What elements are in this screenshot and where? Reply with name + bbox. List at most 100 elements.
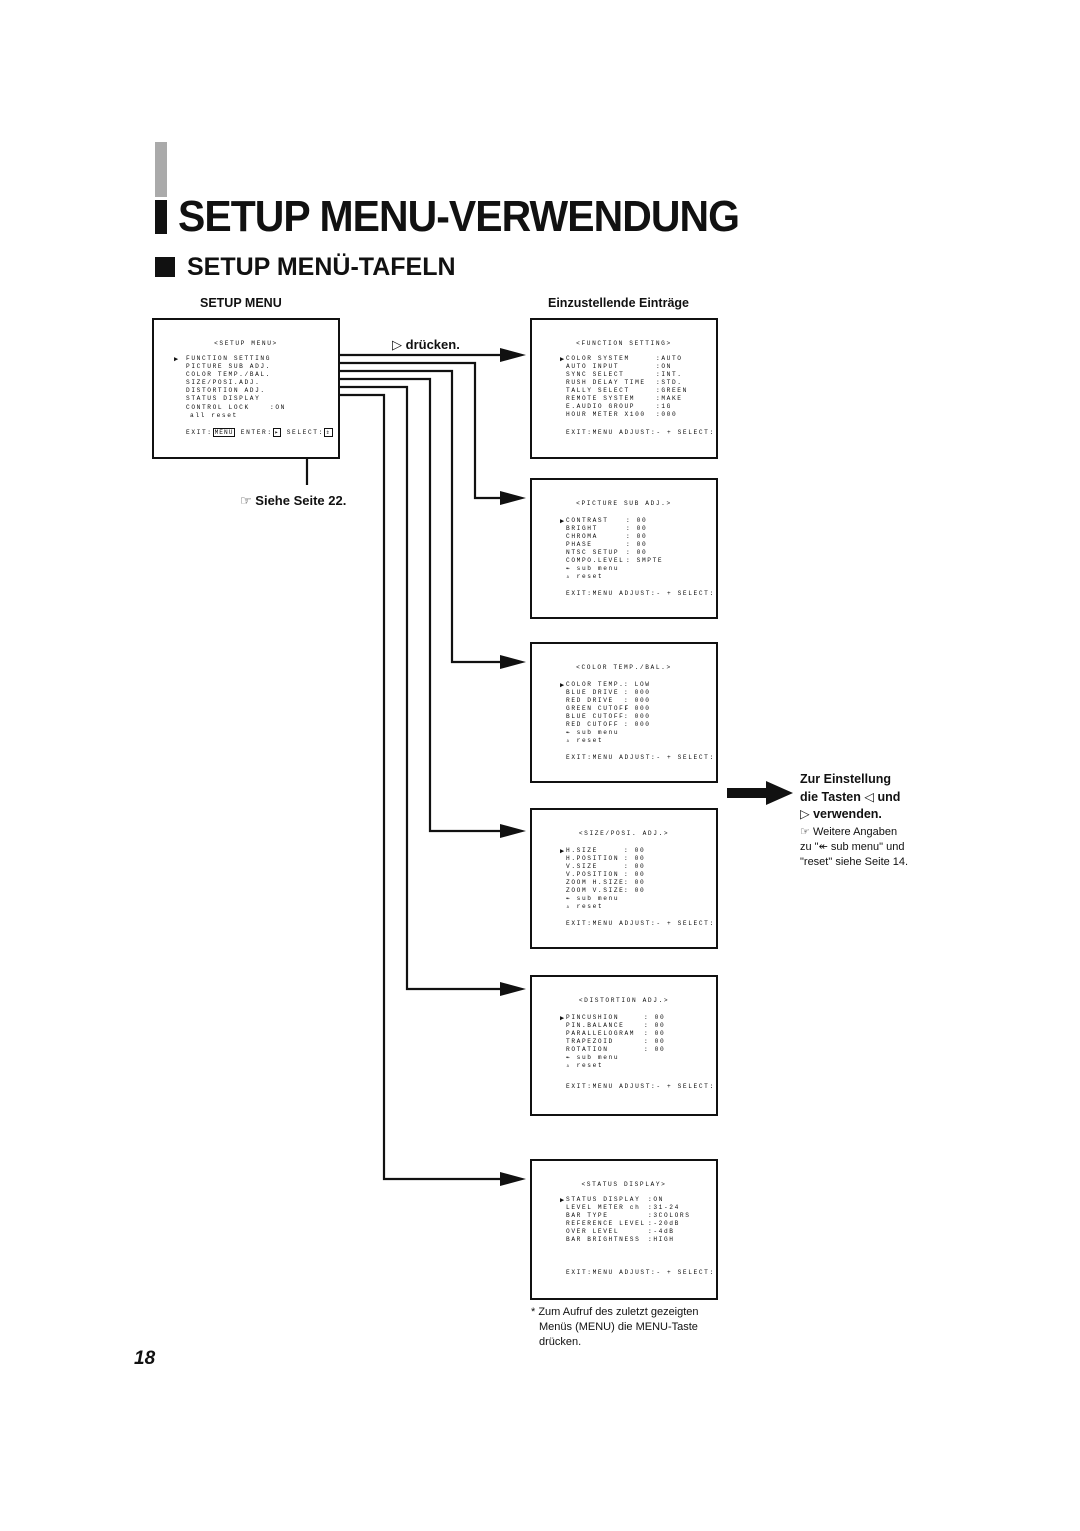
big-arrow-icon <box>727 781 793 805</box>
osd-value: : 00 <box>624 879 646 886</box>
osd-value: :000 <box>656 411 678 418</box>
osd-footer: EXIT:MENU ADJUST:- + SELECT: <box>566 754 715 761</box>
cursor-icon: ▶ <box>560 682 565 690</box>
osd-row: BLUE CUTOFF <box>566 713 625 720</box>
osd-row: COLOR SYSTEM <box>566 355 630 362</box>
osd-value: : 00 <box>624 863 646 870</box>
cursor-icon: ▶ <box>174 356 179 364</box>
osd-row: SYNC SELECT <box>566 371 625 378</box>
osd-value: :1G <box>656 403 672 410</box>
osd-row: RUSH DELAY TIME <box>566 379 646 386</box>
adjust-heading-line3: ▷ verwenden. <box>800 807 882 821</box>
osd-title: <SIZE/POSI. ADJ.> <box>578 830 670 837</box>
osd-row: PIN.BALANCE <box>566 1022 625 1029</box>
triangle-right-icon: ▷ <box>392 337 402 352</box>
osd-row: GREEN CUTOFF <box>566 705 630 712</box>
section-title: SETUP MENÜ-TAFELN <box>187 253 456 281</box>
status-display-screen: <STATUS DISPLAY> ▶ STATUS DISPLAY:ON LEV… <box>530 1159 718 1300</box>
osd-value: :STD. <box>656 379 683 386</box>
osd-row: H.POSITION <box>566 855 620 862</box>
osd-value: :HIGH <box>648 1236 675 1243</box>
footnote-line1: * Zum Aufruf des zuletzt gezeigten <box>531 1306 699 1318</box>
osd-row: PARALLELOGRAM <box>566 1030 636 1037</box>
cursor-icon: ▶ <box>560 1015 565 1023</box>
osd-row: TRAPEZOID <box>566 1038 614 1045</box>
osd-row: COLOR TEMP./BAL. <box>186 371 272 378</box>
osd-value: :ON <box>656 363 672 370</box>
osd-row: PINCUSHION <box>566 1014 620 1021</box>
osd-title: <DISTORTION ADJ.> <box>578 997 670 1004</box>
osd-row: H.SIZE <box>566 847 598 854</box>
osd-row: LEVEL METER ch <box>566 1204 641 1211</box>
header-gray-bar <box>155 142 167 197</box>
distortion-adj-screen: <DISTORTION ADJ.> ▶ PINCUSHION : 00 PIN.B… <box>530 975 718 1116</box>
setup-menu-screen: <SETUP MENU> ▶ FUNCTION SETTING PICTURE … <box>152 318 340 459</box>
osd-value: : 00 <box>626 533 648 540</box>
osd-value: : 000 <box>624 721 651 728</box>
osd-value: :-20dB <box>648 1220 680 1227</box>
osd-value: : 000 <box>624 713 651 720</box>
osd-row: AUTO INPUT <box>566 363 620 370</box>
osd-value: :GREEN <box>656 387 688 394</box>
osd-row: V.POSITION <box>566 871 620 878</box>
picture-sub-adj-screen: <PICTURE SUB ADJ.> ▶ CONTRAST: 00 BRIGHT… <box>530 478 718 619</box>
osd-footer: EXIT:MENU ADJUST:- + SELECT: <box>566 920 715 927</box>
setup-menu-label: SETUP MENU <box>200 296 282 310</box>
osd-row: REMOTE SYSTEM <box>566 395 636 402</box>
see-page-reference: ☞ Siehe Seite 22. <box>240 493 347 508</box>
osd-row: STATUS DISPLAY <box>186 395 261 402</box>
size-posi-adj-screen: <SIZE/POSI. ADJ.> ▶ H.SIZE : 00 H.POSITIO… <box>530 808 718 949</box>
color-temp-bal-screen: <COLOR TEMP./BAL.> ▶ COLOR TEMP.: LOW BL… <box>530 642 718 783</box>
note-line1: ☞ Weitere Angaben <box>800 826 898 838</box>
osd-value: : 00 <box>626 525 648 532</box>
cursor-icon: ▶ <box>560 848 565 856</box>
entries-label: Einzustellende Einträge <box>548 296 690 310</box>
adjust-heading-line2: die Tasten ◁ und <box>800 790 901 804</box>
osd-row: DISTORTION ADJ. <box>186 387 266 394</box>
page-title: SETUP MENU-VERWENDUNG <box>178 192 740 241</box>
osd-value: : LOW <box>624 681 651 688</box>
osd-row: HOUR METER X100 <box>566 411 646 418</box>
osd-value: : 000 <box>624 705 651 712</box>
osd-row: CONTROL LOCK <box>186 404 250 411</box>
osd-footer: EXIT:MENU ADJUST:- + SELECT: <box>566 1269 715 1276</box>
osd-row: RED DRIVE <box>566 697 614 704</box>
osd-row: ↞ sub menu <box>566 729 620 736</box>
osd-value: :3COLORS <box>648 1212 691 1219</box>
osd-title: <PICTURE SUB ADJ.> <box>576 500 672 507</box>
osd-row: BLUE DRIVE <box>566 689 620 696</box>
osd-row: PHASE <box>566 541 593 548</box>
osd-value: : 00 <box>644 1030 666 1037</box>
osd-row: TALLY SELECT <box>566 387 630 394</box>
osd-value: : 00 <box>644 1038 666 1045</box>
osd-title: <FUNCTION SETTING> <box>576 340 672 347</box>
triangle-right-icon: ▷ <box>800 807 810 821</box>
menu-key: MENU <box>212 428 236 437</box>
select-key: ⇕ <box>323 428 333 437</box>
osd-row: NTSC SETUP <box>566 549 620 556</box>
osd-footer: EXIT:MENU ADJUST:- + SELECT: <box>566 1083 715 1090</box>
osd-row: PICTURE SUB ADJ. <box>186 363 272 370</box>
osd-value: : 000 <box>624 689 651 696</box>
osd-row: ▵ reset <box>566 737 604 744</box>
osd-row: ↞ sub menu <box>566 895 620 902</box>
enter-key: ▸ <box>272 428 282 437</box>
osd-footer: EXIT:MENU ADJUST:- + SELECT: <box>566 429 715 436</box>
osd-row: ZOOM H.SIZE <box>566 879 625 886</box>
osd-row: ROTATION <box>566 1046 609 1053</box>
footnote-line2: Menüs (MENU) die MENU-Taste <box>539 1321 698 1333</box>
osd-value: : 00 <box>624 887 646 894</box>
section-bullet-square <box>155 257 175 277</box>
osd-value: :INT. <box>656 371 683 378</box>
exit-label: EXIT: <box>186 429 213 436</box>
osd-row: FUNCTION SETTING <box>186 355 272 362</box>
osd-row: BAR TYPE <box>566 1212 609 1219</box>
osd-row: ↞ sub menu <box>566 1054 620 1061</box>
osd-row: SIZE/POSI.ADJ. <box>186 379 261 386</box>
osd-row: COMPO.LEVEL <box>566 557 625 564</box>
osd-row: OVER LEVEL <box>566 1228 620 1235</box>
osd-row: CHROMA <box>566 533 598 540</box>
osd-row: BAR BRIGHTNESS <box>566 1236 641 1243</box>
osd-value: : 00 <box>624 871 646 878</box>
osd-row: V.SIZE <box>566 863 598 870</box>
